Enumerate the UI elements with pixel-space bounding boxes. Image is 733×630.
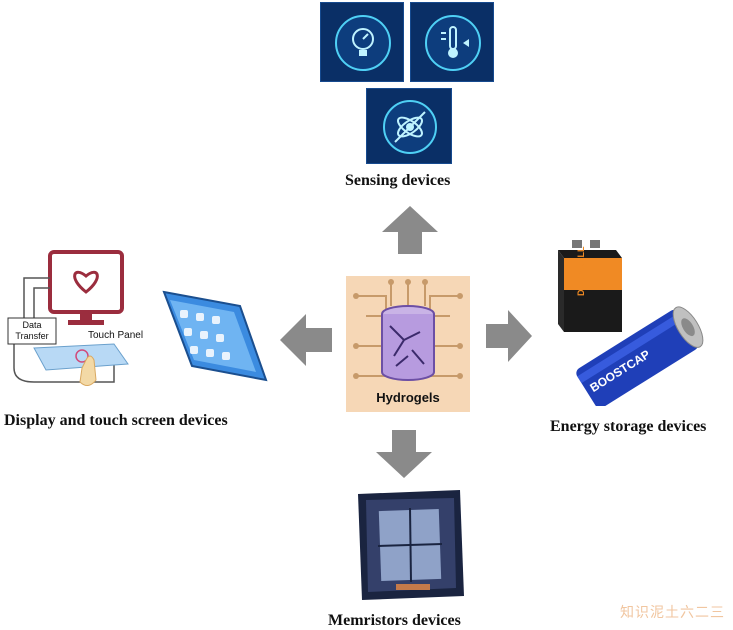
- sensing-tile-molecule: [366, 88, 452, 164]
- display-illustration: Data Transfer Touch Panel: [4, 248, 276, 398]
- heart-icon: [73, 270, 99, 294]
- touch-monitor-diagram: [7, 250, 268, 386]
- data-transfer-label: Data Transfer: [15, 320, 49, 341]
- energy-devices-label: Energy storage devices: [550, 418, 707, 435]
- molecule-icon: [383, 100, 437, 154]
- battery-supercapacitor-illustration: [558, 240, 704, 409]
- battery-icon: [558, 240, 622, 332]
- touch-panel-label: Touch Panel: [88, 330, 144, 341]
- arrow-up-icon: [382, 206, 438, 254]
- pressure-gauge-icon: [335, 15, 391, 71]
- battery-brand-label: DURACELL: [576, 246, 586, 297]
- supercapacitor-icon: [576, 306, 704, 409]
- circuit-chip-icon: [353, 279, 463, 381]
- memristor-chip-icon: [358, 490, 464, 600]
- display-devices-label: Display and touch screen devices: [4, 412, 228, 429]
- watermark: 知识泥土六二三: [620, 605, 725, 621]
- arrow-left-icon: [280, 314, 332, 366]
- memristors-devices-label: Memristors devices: [328, 612, 461, 629]
- arrow-right-icon: [486, 310, 532, 362]
- sensing-tile-temperature: [410, 2, 494, 82]
- memristor-chip: [356, 490, 466, 602]
- arrow-down-icon: [376, 430, 432, 478]
- sensing-devices-label: Sensing devices: [345, 172, 451, 189]
- energy-illustration: DURACELL BOOSTCAP: [550, 236, 710, 409]
- sensing-tile-pressure: [320, 2, 404, 82]
- hydrogels-chip: Hydrogels: [346, 276, 470, 412]
- hydrogels-label: Hydrogels: [376, 390, 440, 405]
- thermometer-icon: [425, 15, 481, 71]
